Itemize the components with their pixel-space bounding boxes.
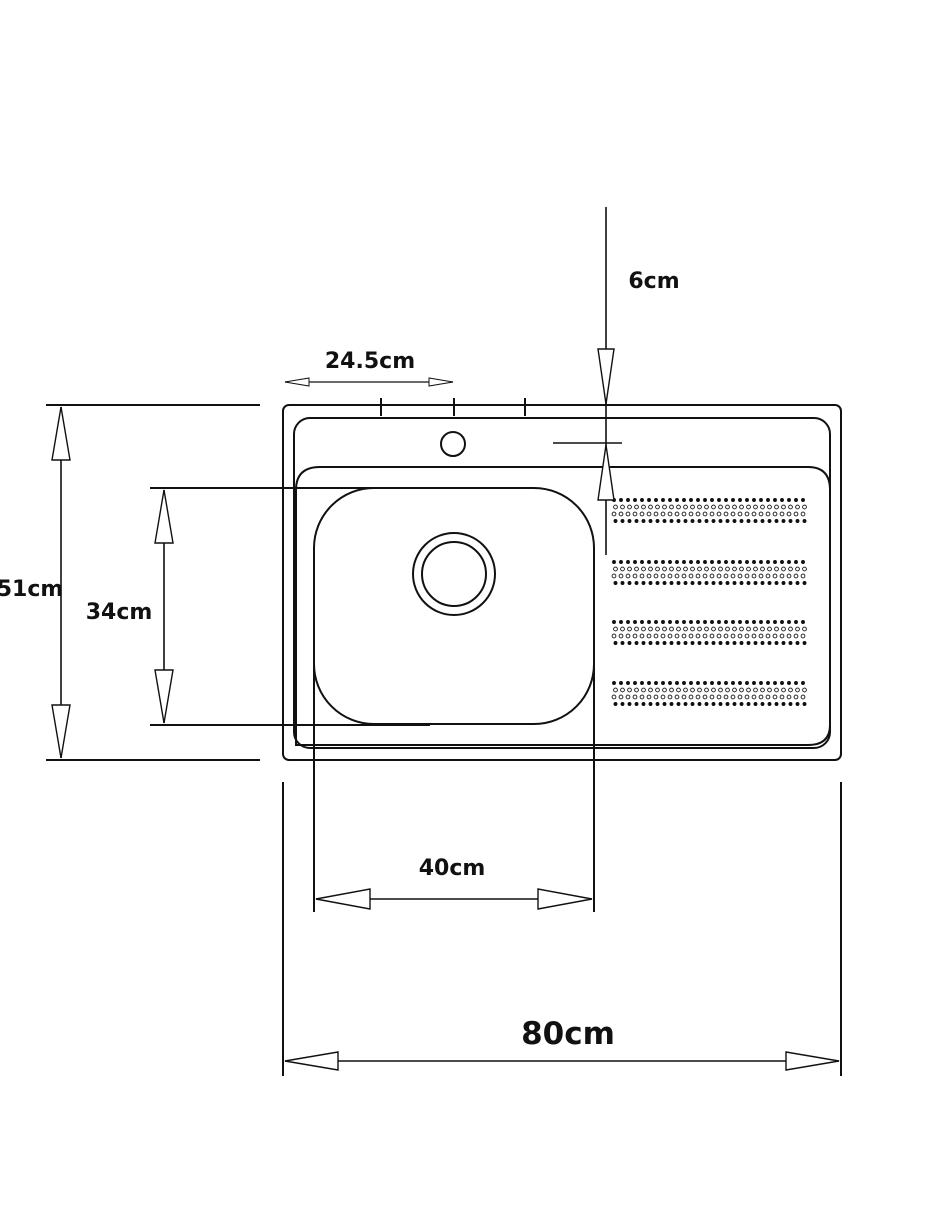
dimension-bowl-depth	[150, 487, 430, 726]
drainboard-deck	[295, 466, 831, 746]
dimension-overall-depth	[46, 404, 260, 761]
dimension-overall-width	[282, 782, 842, 1076]
faucet-offset-label: 24.5cm	[325, 349, 415, 374]
overall-width-label: 80cm	[521, 1016, 615, 1052]
sink-outer-frame	[282, 404, 842, 761]
tap-hole-marks	[380, 398, 526, 416]
faucet-hole	[440, 431, 466, 457]
perforation-band	[611, 498, 807, 523]
dimension-faucet-offset	[284, 377, 454, 387]
perforation-band	[611, 560, 807, 585]
dimension-bowl-width	[313, 640, 595, 912]
bowl-width-label: 40cm	[419, 856, 486, 881]
drain-inner-ring	[421, 541, 487, 607]
perforation-band	[611, 620, 807, 645]
dimension-rim-depth	[553, 207, 622, 555]
drain-outer-ring	[412, 532, 496, 616]
bowl-depth-label: 34cm	[86, 600, 153, 625]
sink-bowl	[313, 487, 595, 725]
overall-depth-label: 51cm	[0, 577, 63, 602]
drainboard-perforations	[611, 498, 807, 706]
sink-body	[282, 404, 842, 761]
perforation-band	[611, 681, 807, 706]
rim-depth-label: 6cm	[628, 269, 679, 294]
